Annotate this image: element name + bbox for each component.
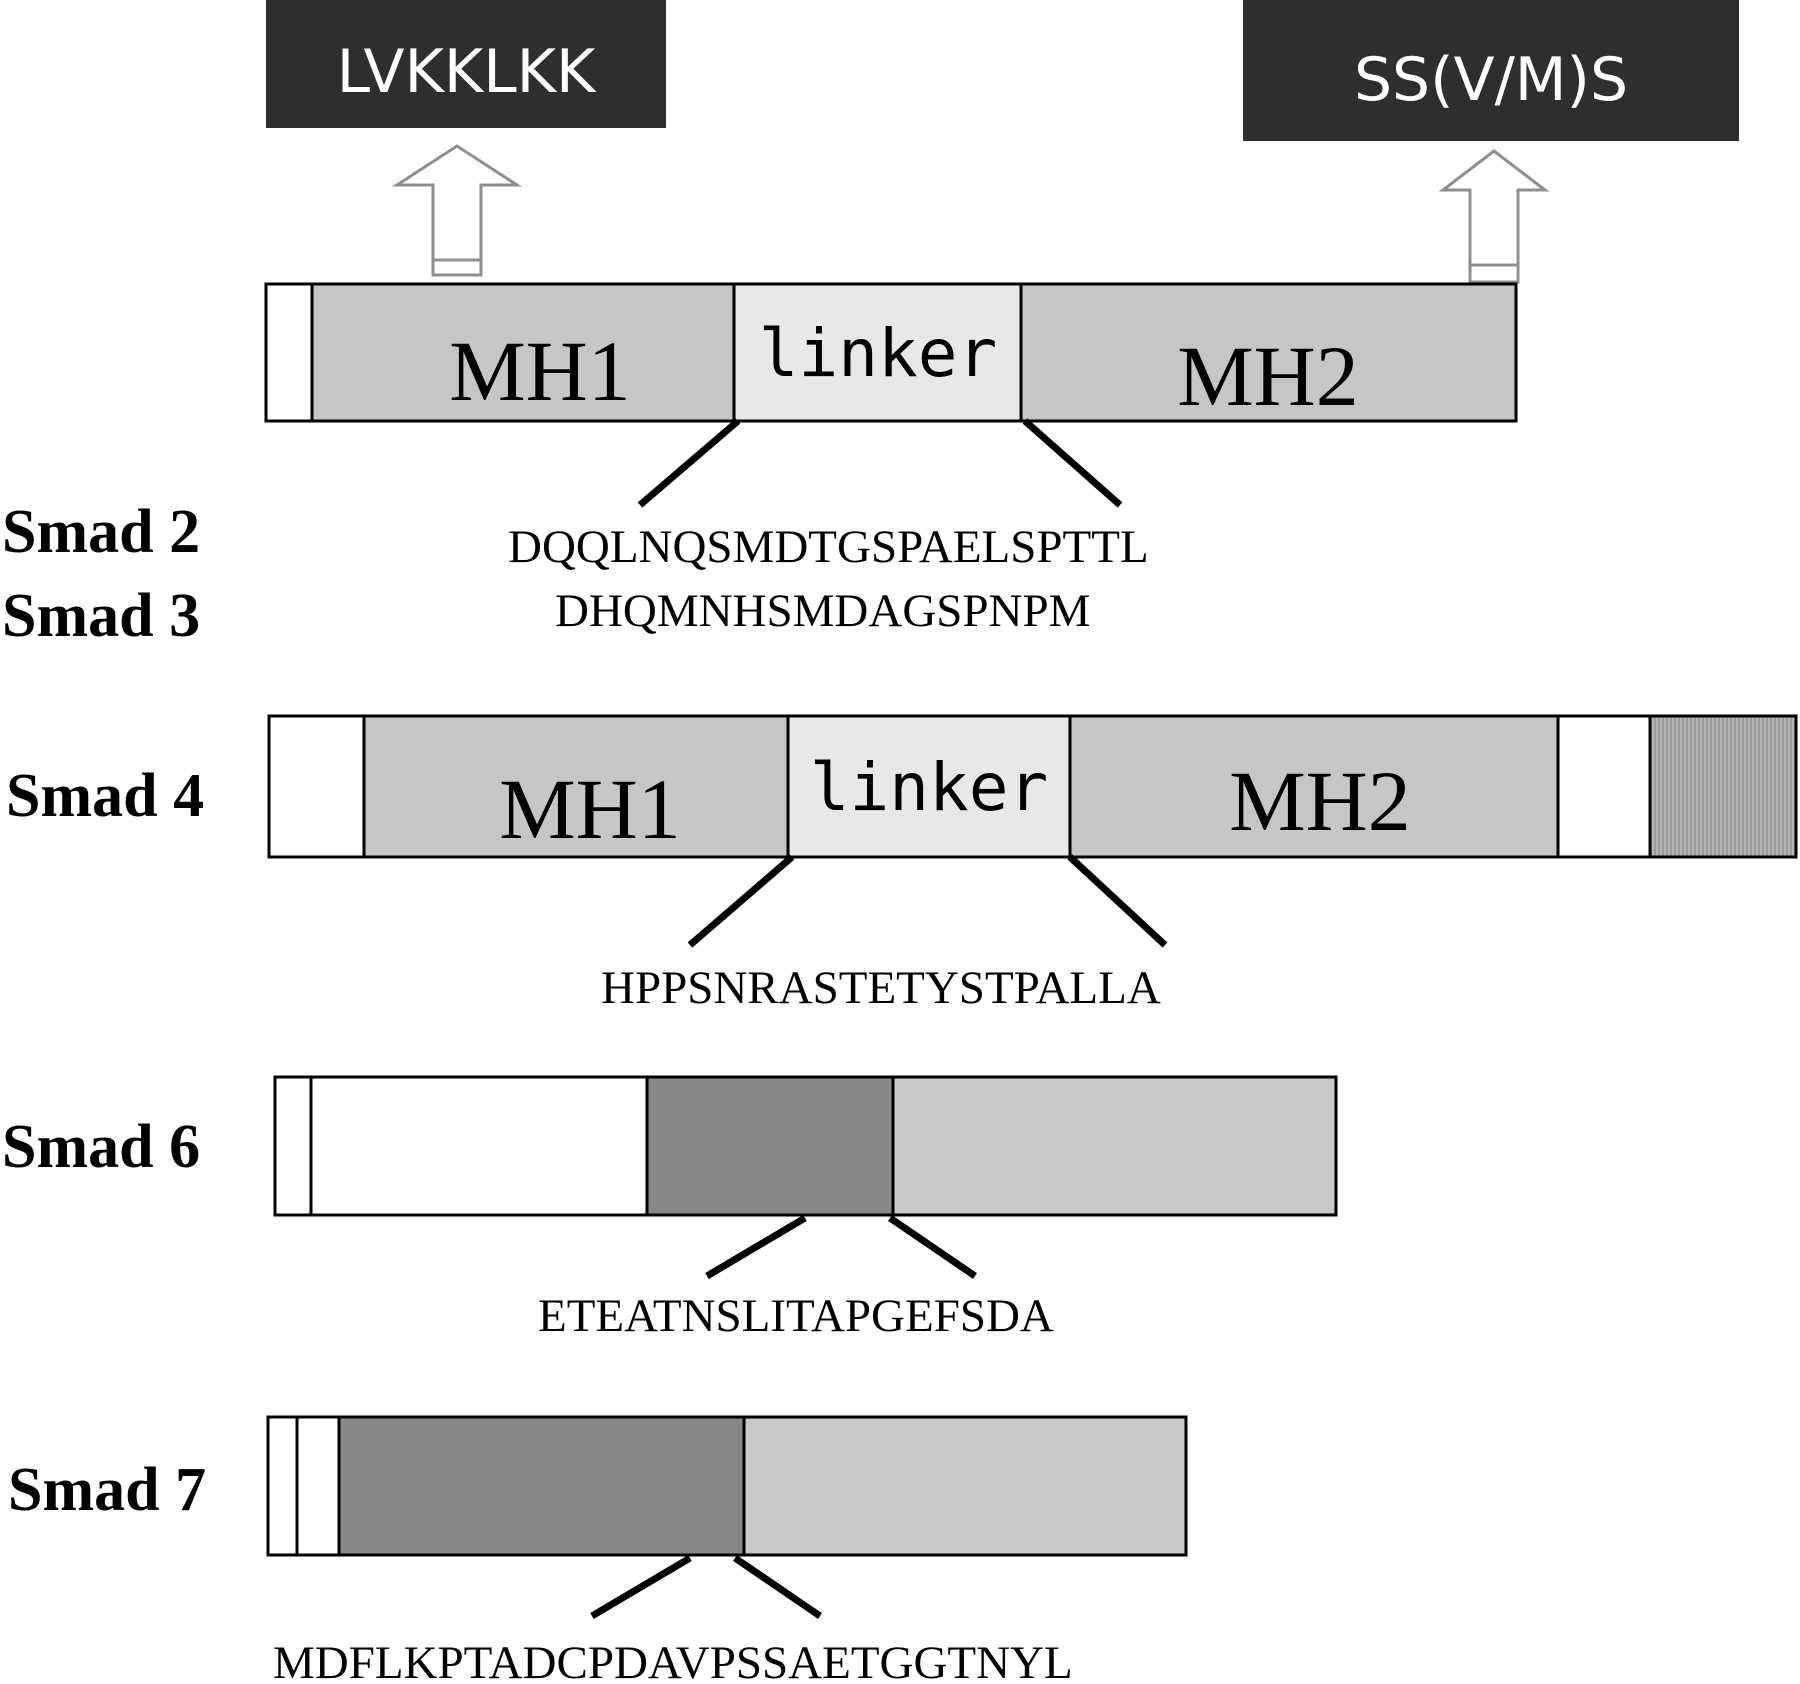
smad7-bar [266, 1415, 1188, 1557]
r-smad-bar: MH1 linker MH2 [264, 282, 1518, 424]
smad4-label: Smad 4 [6, 762, 204, 830]
smad6-label: Smad 6 [2, 1113, 200, 1181]
smad6-mh2-domain [891, 1075, 1338, 1217]
smad4-linker-domain [786, 714, 1072, 859]
smad6-linker-domain [645, 1075, 895, 1217]
smad4-linker-label: linker [810, 749, 1048, 826]
smad4-mh1-domain [362, 714, 790, 859]
r-smad-linker-label: linker [759, 315, 997, 392]
smad7-linker-pointer-left [590, 1554, 692, 1620]
r-smad-mh2-domain [1019, 282, 1518, 423]
smad4-n-terminal [267, 714, 366, 859]
smad7-n-domain [295, 1415, 341, 1557]
smad6-n-terminal [273, 1075, 313, 1217]
smad4-linker-pointer-left [687, 854, 795, 948]
smad2-linker-sequence: DQQLNQSMDTGSPAELSPTTL [508, 521, 1149, 573]
smad7-linker-domain [337, 1415, 746, 1557]
smad4-c-terminal-blank [1556, 714, 1652, 859]
smad4-linker-pointer-right [1067, 854, 1168, 948]
phospho-motif-label: SS(V/M)S [1354, 45, 1628, 115]
nls-arrow-icon [391, 144, 523, 277]
smad6-n-domain [309, 1075, 649, 1217]
smad6-bar [273, 1075, 1338, 1217]
smad4-linker-sequence: HPPSNRASTETYSTPALLA [601, 962, 1161, 1014]
phospho-motif-box [1243, 0, 1739, 141]
smad7-label: Smad 7 [8, 1456, 206, 1524]
r-smad-linker-pointer-left [637, 418, 741, 508]
smad6-linker-pointer-left [705, 1214, 807, 1280]
smad7-linker-pointer-right [733, 1555, 822, 1619]
smad4-mh2-label: MH2 [1229, 753, 1411, 849]
smad6-linker-sequence: ETEATNSLITAPGEFSDA [538, 1290, 1054, 1342]
smad4-mh2-domain [1068, 714, 1560, 859]
r-smad-mh1-label: MH1 [449, 323, 631, 419]
r-smad-linker-pointer-right [1022, 418, 1123, 508]
smad3-linker-sequence: DHQMNHSMDAGSPNPM [555, 585, 1090, 637]
nls-motif-box [266, 0, 666, 128]
r-smad-mh2-label: MH2 [1177, 328, 1359, 424]
smad4-mh1-label: MH1 [499, 761, 681, 857]
smad4-bar: MH1 linker MH2 [267, 714, 1798, 859]
smad4-c-terminal-hatched [1648, 714, 1798, 859]
smad7-n-terminal [266, 1415, 299, 1557]
smad6-linker-pointer-right [888, 1215, 977, 1279]
nls-motif-label: LVKKLKK [337, 37, 597, 107]
smad2-label: Smad 2 [2, 498, 200, 566]
r-smad-n-terminal [264, 282, 314, 423]
r-smad-mh1-domain [310, 282, 736, 423]
smad7-linker-sequence: MDFLKPTADCPDAVPSSAETGGTNYL [273, 1637, 1073, 1684]
smad7-mh2-domain [742, 1415, 1188, 1557]
phospho-arrow-icon [1438, 149, 1550, 284]
nls-motif-callout: LVKKLKK [266, 0, 666, 128]
smad3-label: Smad 3 [2, 582, 200, 650]
phospho-motif-callout: SS(V/M)S [1243, 0, 1739, 141]
